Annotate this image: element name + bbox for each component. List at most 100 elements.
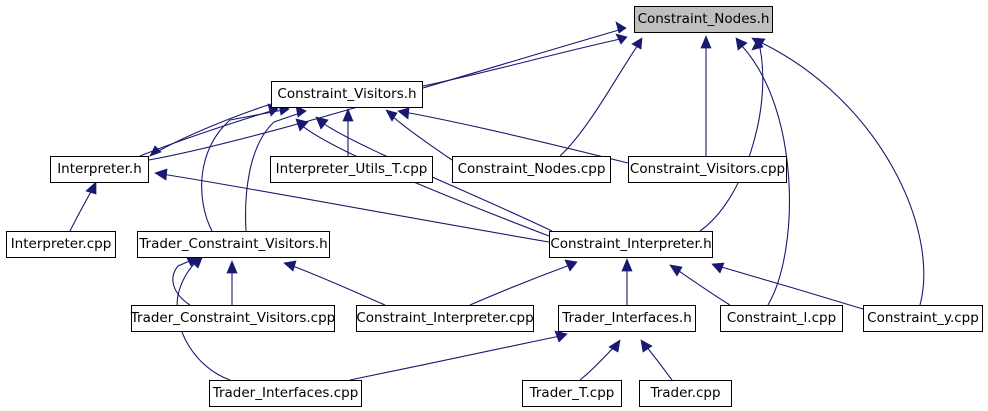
graph-node-label: Interpreter_Utils_T.cpp [275,160,428,177]
arrowhead-icon [615,21,627,34]
edge-line [172,259,193,306]
edge-line [469,264,571,306]
graph-node-label: Trader.cpp [650,384,721,401]
graph-node-trader_interfaces_cpp[interactable]: Trader_Interfaces.cpp [209,380,362,407]
graph-node-interpreter_cpp[interactable]: Interpreter.cpp [6,231,116,258]
edge-trader_t_cpp-to-trader_interfaces_h [579,339,621,381]
arrowhead-icon [711,262,725,274]
edge-trader_constraint_visitors_cpp-to-trader_constraint_visitors_h [226,260,238,305]
edge-line [644,344,673,381]
edge-line [201,109,284,232]
edge-constraint_l_cpp-to-constraint_nodes_h [735,37,790,306]
edge-trader_interfaces_cpp-to-trader_constraint_visitors_h [176,257,231,381]
edge-line [675,268,731,306]
edge-line [759,41,925,306]
arrowhead-icon [397,107,410,120]
arrowhead-icon [751,37,766,49]
arrowhead-icon [554,330,568,343]
graph-node-constraint_l_cpp[interactable]: Constraint_l.cpp [720,305,843,332]
arrowhead-icon [385,109,398,122]
edge-line [289,264,386,306]
graph-node-trader_t_cpp[interactable]: Trader_T.cpp [522,380,622,407]
graph-node-constraint_interpreter_h[interactable]: Constraint_Interpreter.h [549,231,713,258]
arrowhead-icon [189,257,203,269]
edge-constraint_y_cpp-to-constraint_nodes_h [751,37,925,306]
arrowhead-icon [564,259,578,272]
edge-constraint_interpreter_h-to-interpreter_h [154,168,550,243]
edge-trader_interfaces_h-to-constraint_interpreter_h [621,258,633,305]
arrowhead-icon [735,37,748,51]
graph-node-trader_interfaces_h[interactable]: Trader_Interfaces.h [558,305,696,332]
graph-node-label: Trader_T.cpp [529,384,615,401]
graph-node-constraint_nodes_cpp[interactable]: Constraint_Nodes.cpp [452,156,611,183]
graph-node-label: Constraint_Visitors.cpp [629,160,786,177]
edge-line [579,344,617,381]
edge-constraint_nodes_cpp-to-constraint_visitors_h [385,109,453,161]
graph-node-trader_constraint_visitors_cpp[interactable]: Trader_Constraint_Visitors.cpp [131,305,335,332]
graph-node-label: Constraint_y.cpp [867,309,979,326]
edge-trader_interfaces_cpp-to-trader_interfaces_h [349,330,568,381]
graph-node-constraint_visitors_h[interactable]: Constraint_Visitors.h [271,81,423,108]
edge-constraint_interpreter_h-to-constraint_nodes_h [699,37,764,232]
arrowhead-icon [226,260,238,274]
graph-node-interpreter_h[interactable]: Interpreter.h [50,156,149,183]
arrowhead-icon [85,181,97,195]
edge-trader_cpp-to-trader_interfaces_h [640,339,673,381]
graph-node-label: Constraint_l.cpp [726,309,837,326]
edge-constraint_visitors_cpp-to-constraint_visitors_h [397,107,629,164]
arrowhead-icon [608,339,621,353]
edge-interpreter_utils_t_cpp-to-constraint_visitors_h [342,108,354,156]
edge-line [717,265,864,310]
edge-line [389,113,453,161]
edge-constraint_visitors_cpp-to-constraint_nodes_h [700,35,712,156]
graph-node-label: Trader_Constraint_Visitors.cpp [130,309,336,326]
arrowhead-icon [700,35,712,49]
edge-line [559,41,641,157]
graph-node-label: Constraint_Interpreter.cpp [356,309,534,326]
arrowhead-icon [669,264,683,277]
graph-node-label: Trader_Interfaces.h [562,309,692,326]
graph-node-label: Trader_Interfaces.cpp [212,384,359,401]
arrowhead-icon [295,105,307,118]
graph-node-constraint_visitors_cpp[interactable]: Constraint_Visitors.cpp [628,156,787,183]
edge-constraint_interpreter_cpp-to-trader_constraint_visitors_h [283,260,386,306]
graph-node-label: Constraint_Nodes.h [637,10,770,27]
graph-node-constraint_y_cpp[interactable]: Constraint_y.cpp [863,305,983,332]
edge-constraint_visitors_h-to-constraint_nodes_h [422,33,628,87]
graph-node-label: Interpreter.h [57,160,142,177]
graph-node-constraint_nodes_h[interactable]: Constraint_Nodes.h [634,6,773,33]
graph-node-trader_constraint_visitors_h[interactable]: Trader_Constraint_Visitors.h [137,231,330,258]
edge-line [422,37,626,87]
graph-node-trader_cpp[interactable]: Trader.cpp [639,380,732,407]
arrowhead-icon [154,168,168,181]
edge-interpreter_cpp-to-interpreter_h [69,181,97,232]
edge-line [349,335,561,381]
edge-trader_constraint_visitors_h-to-constraint_visitors_h [245,105,307,232]
arrowhead-icon [621,258,633,272]
graph-node-label: Interpreter.cpp [10,235,112,252]
graph-node-constraint_interpreter_cpp[interactable]: Constraint_Interpreter.cpp [356,305,534,332]
edge-line [741,45,790,306]
edge-line [161,173,550,243]
arrowhead-icon [615,33,628,45]
edge-constraint_interpreter_cpp-to-constraint_interpreter_h [469,259,578,306]
arrowhead-icon [295,118,309,132]
edge-constraint_nodes_cpp-to-constraint_nodes_h [559,37,643,157]
graph-node-label: Constraint_Nodes.cpp [457,160,606,177]
graph-node-interpreter_utils_t_cpp[interactable]: Interpreter_Utils_T.cpp [270,156,433,183]
arrowhead-icon [283,260,297,272]
arrowhead-icon [631,37,643,50]
edge-line [176,261,231,381]
edge-line [699,47,764,232]
edge-constraint_l_cpp-to-constraint_interpreter_h [669,264,731,306]
edge-line [69,187,94,232]
graph-node-label: Constraint_Interpreter.h [550,235,712,252]
arrowhead-icon [342,108,354,122]
edge-line [245,112,301,232]
graph-node-label: Constraint_Visitors.h [277,85,417,102]
arrowhead-icon [640,339,653,353]
arrowhead-icon [315,116,329,130]
edge-constraint_y_cpp-to-constraint_interpreter_h [711,262,864,310]
